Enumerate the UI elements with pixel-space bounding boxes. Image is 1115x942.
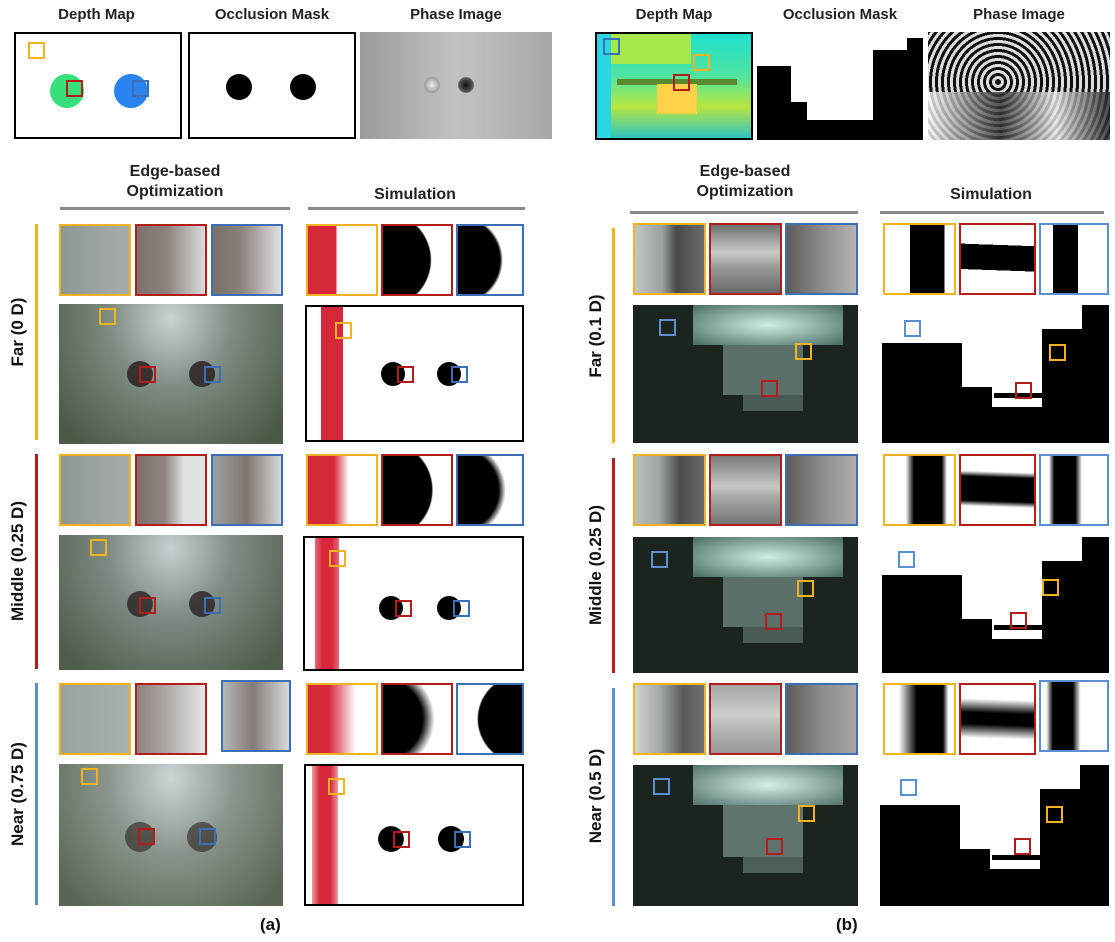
occlusion-mask-image-a (188, 32, 356, 139)
crop-blue (211, 224, 283, 296)
crop-red (959, 683, 1036, 755)
simulation-image-middle-b (882, 537, 1109, 673)
panel-label-b: (b) (836, 915, 858, 934)
phase-image-a (360, 32, 552, 139)
crop-red (135, 454, 207, 526)
header-rule (60, 207, 290, 210)
crop-red (959, 454, 1036, 526)
crop-yellow (633, 454, 706, 526)
crop-blue (221, 680, 291, 752)
crop-red (135, 683, 207, 755)
crop-blue (211, 454, 283, 526)
crop-yellow (883, 454, 956, 526)
row-bar-middle-a (35, 454, 38, 669)
crop-yellow (306, 683, 378, 755)
crop-red (135, 224, 207, 296)
simulation-image-near-b (880, 765, 1109, 906)
crop-red (381, 454, 453, 526)
header-rule (880, 211, 1104, 214)
optimization-image-near-b (633, 765, 858, 906)
row-label-middle-a: Middle (0.25 D) (8, 501, 27, 621)
simulation-image-far-a (305, 305, 524, 442)
phase-image-label-b: Phase Image (973, 6, 1065, 23)
occlusion-mask-label-a: Occlusion Mask (214, 6, 330, 23)
optimization-image-far-b (633, 305, 858, 443)
crop-red (709, 683, 782, 755)
simulation-image-near-a (304, 764, 524, 906)
depth-map-image-b (595, 32, 753, 140)
occlusion-mask-label-b: Occlusion Mask (782, 6, 898, 23)
crop-red (381, 683, 453, 755)
row-bar-near-a (35, 683, 38, 905)
depth-map-image-a (14, 32, 182, 139)
crop-yellow (883, 683, 956, 755)
edge-optimization-header-b: Edge-based Optimization (696, 163, 794, 200)
crop-yellow (59, 683, 131, 755)
row-label-near-b: Near (0.5 D) (586, 748, 605, 844)
edge-optimization-header-a: Edge-based Optimization (126, 163, 224, 200)
crop-red (709, 454, 782, 526)
crop-blue (456, 683, 524, 755)
crop-yellow (633, 223, 706, 295)
crop-yellow (633, 683, 706, 755)
crop-blue (1039, 454, 1109, 526)
crop-yellow (883, 223, 956, 295)
crop-red (959, 223, 1036, 295)
crop-blue (785, 223, 858, 295)
row-bar-middle-b (612, 458, 615, 673)
crop-blue (456, 224, 524, 296)
optimization-image-near-a (59, 764, 283, 906)
row-label-far-a: Far (0 D) (8, 297, 27, 367)
crop-blue (1039, 223, 1109, 295)
row-label-near-a: Near (0.75 D) (8, 742, 27, 846)
row-bar-near-b (612, 688, 615, 906)
row-label-far-b: Far (0.1 D) (586, 294, 605, 378)
optimization-image-middle-b (633, 537, 858, 673)
phase-image-b (928, 32, 1110, 140)
header-rule (308, 207, 525, 210)
simulation-header-b: Simulation (950, 186, 1032, 203)
simulation-image-far-b (882, 305, 1109, 443)
depth-map-label-b: Depth Map (635, 6, 713, 23)
depth-map-label-a: Depth Map (58, 6, 135, 23)
crop-blue (1039, 680, 1109, 752)
optimization-image-far-a (59, 304, 283, 444)
header-rule (630, 211, 858, 214)
crop-yellow (306, 454, 378, 526)
crop-red (381, 224, 453, 296)
crop-yellow (59, 454, 131, 526)
row-bar-far-b (612, 228, 615, 443)
occlusion-mask-image-b (757, 32, 923, 140)
optimization-image-middle-a (59, 535, 283, 670)
row-bar-far-a (35, 224, 38, 440)
crop-red (709, 223, 782, 295)
phase-image-label-a: Phase Image (410, 6, 502, 23)
crop-blue (456, 454, 524, 526)
simulation-header-a: Simulation (374, 186, 456, 203)
simulation-image-middle-a (303, 536, 524, 671)
row-label-middle-b: Middle (0.25 D) (586, 505, 605, 625)
crop-yellow (59, 224, 131, 296)
crop-yellow (306, 224, 378, 296)
panel-label-a: (a) (260, 915, 281, 934)
crop-blue (785, 683, 858, 755)
crop-blue (785, 454, 858, 526)
